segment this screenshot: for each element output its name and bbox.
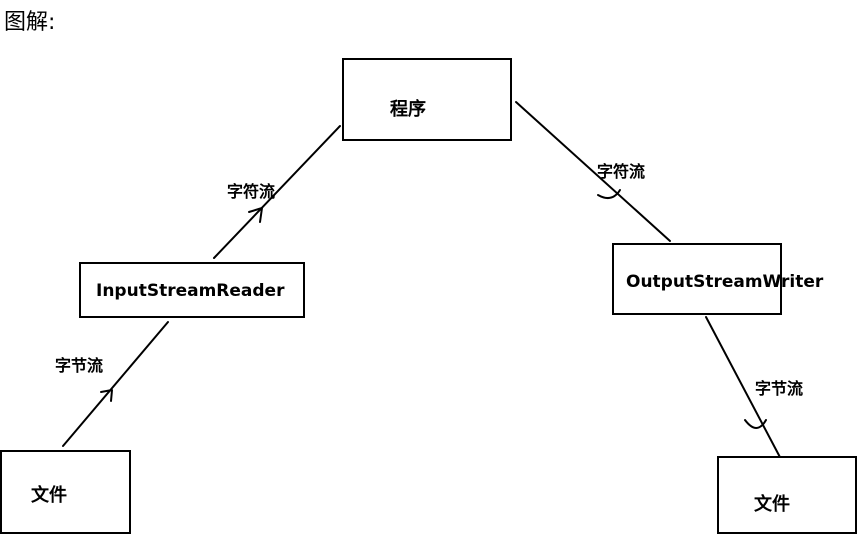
edge-writer-to-file (705, 316, 783, 462)
node-label-output-stream-writer: OutputStreamWriter (626, 272, 824, 292)
edge-reader-to-program (213, 125, 341, 259)
arrow-file-to-reader (100, 389, 113, 402)
node-label-program: 程序 (390, 99, 426, 120)
arrow-program-to-writer (597, 189, 621, 200)
edge-program-to-writer (515, 101, 671, 242)
arrow-writer-to-file (744, 419, 767, 429)
diagram-heading: 图解: (4, 10, 56, 35)
node-label-input-stream-reader: InputStreamReader (96, 281, 285, 301)
arrow-reader-to-program (248, 207, 263, 223)
edge-label-program-to-writer: 字符流 (597, 162, 646, 181)
node-file-left (0, 450, 131, 534)
edge-label-writer-to-file: 字节流 (755, 379, 804, 398)
edge-file-to-reader (62, 321, 169, 447)
edge-label-reader-to-program: 字符流 (227, 182, 276, 201)
node-label-file-left: 文件 (31, 485, 67, 506)
node-program (342, 58, 512, 141)
edge-label-file-to-reader: 字节流 (55, 356, 104, 375)
node-label-file-right: 文件 (754, 494, 790, 515)
node-file-right (717, 456, 857, 534)
node-input-stream-reader (79, 262, 305, 318)
node-output-stream-writer (612, 243, 782, 315)
